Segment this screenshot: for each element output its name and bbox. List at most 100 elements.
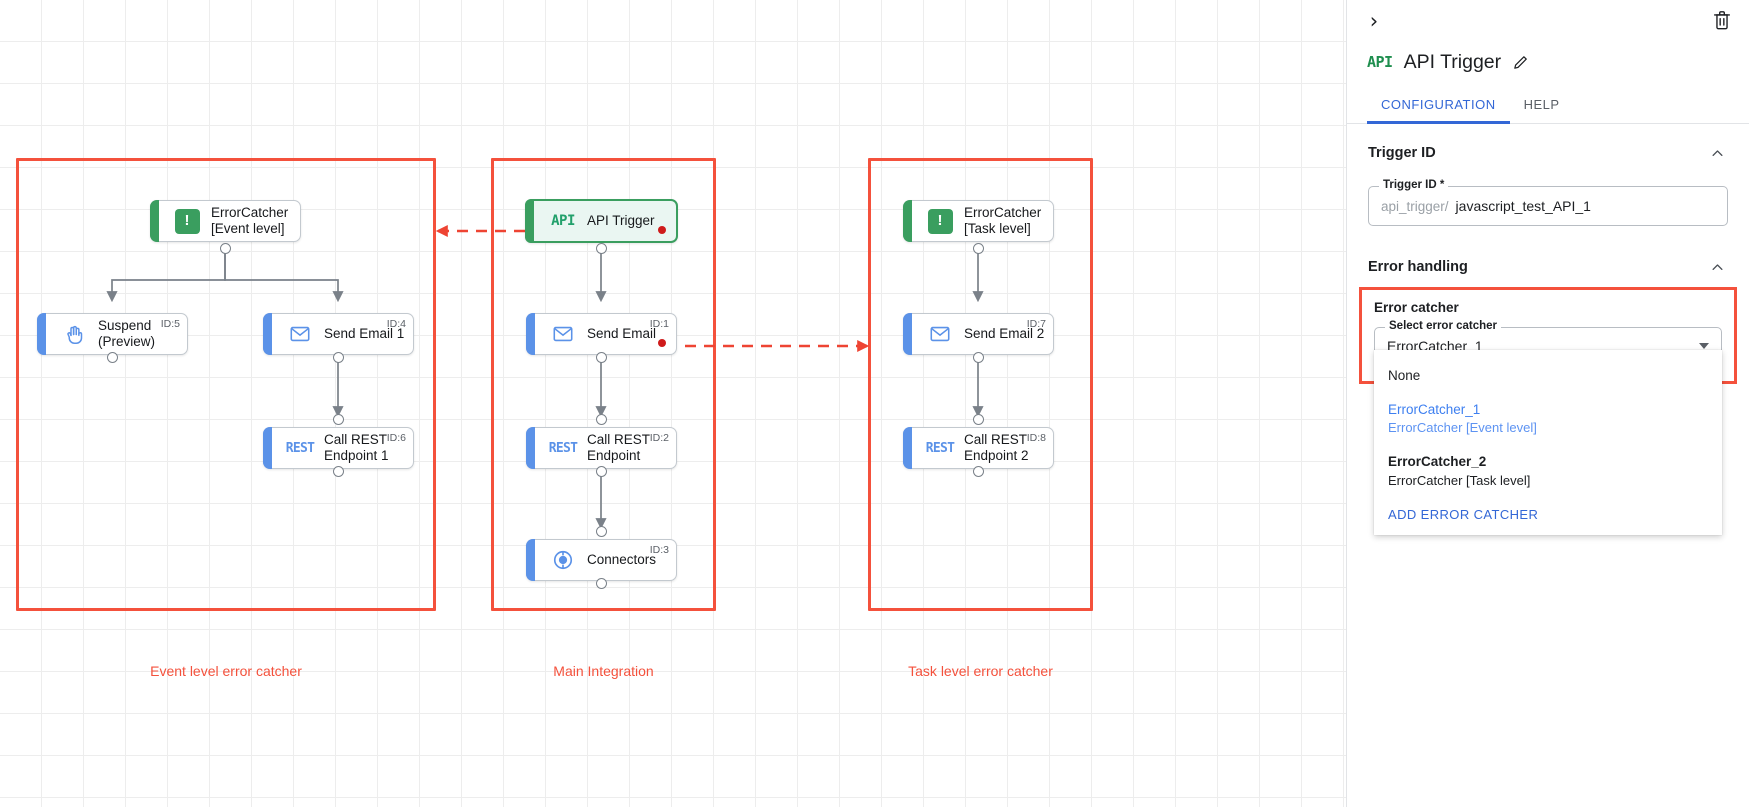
- node-port-out[interactable]: [333, 352, 344, 363]
- node-port-in[interactable]: [596, 414, 607, 425]
- node-accent-bar: [903, 313, 912, 355]
- node-send-email-1[interactable]: Send Email 1 ID:4: [263, 313, 414, 355]
- node-id: ID:3: [649, 544, 669, 556]
- tab-configuration[interactable]: CONFIGURATION: [1367, 97, 1510, 124]
- node-port-out[interactable]: [596, 243, 607, 254]
- dropdown-option-sub: ErrorCatcher [Event level]: [1388, 420, 1537, 436]
- group-label-event-level: Event level error catcher: [150, 663, 302, 679]
- node-port-in[interactable]: [333, 414, 344, 425]
- chevron-right-icon[interactable]: ›: [1369, 9, 1379, 33]
- node-accent-bar: [526, 313, 535, 355]
- node-id: ID:4: [386, 318, 406, 330]
- node-accent-bar: [263, 427, 272, 469]
- section-error-handling-header[interactable]: Error handling: [1347, 226, 1749, 275]
- node-label: Call REST Endpoint 1: [324, 432, 389, 463]
- delete-icon[interactable]: [1711, 9, 1735, 33]
- chevron-down-icon[interactable]: [1699, 343, 1709, 349]
- node-send-email[interactable]: Send Email ID:1: [526, 313, 677, 355]
- node-suspend-preview[interactable]: Suspend (Preview) ID:5: [37, 313, 188, 355]
- error-catcher-box: Error catcher Select error catcher Error…: [1359, 287, 1737, 536]
- rest-icon: REST: [925, 434, 955, 462]
- node-port-out[interactable]: [596, 466, 607, 477]
- envelope-icon: [549, 320, 577, 348]
- node-port-out[interactable]: [973, 352, 984, 363]
- api-icon: API: [549, 207, 577, 235]
- node-accent-bar: [903, 427, 912, 469]
- node-port-in[interactable]: [973, 414, 984, 425]
- node-error-indicator-dot: [658, 226, 666, 234]
- error-catcher-title: Error catcher: [1374, 300, 1459, 315]
- rest-icon-text: REST: [548, 440, 578, 456]
- dropdown-option-sub: ErrorCatcher [Task level]: [1388, 472, 1531, 488]
- envelope-icon: [286, 320, 314, 348]
- node-port-out[interactable]: [973, 243, 984, 254]
- node-error-catcher-task-level[interactable]: ! ErrorCatcher [Task level]: [903, 200, 1054, 242]
- node-label: Suspend (Preview): [98, 318, 156, 349]
- node-label: ErrorCatcher [Event level]: [211, 205, 289, 236]
- chevron-up-icon[interactable]: [1710, 260, 1725, 275]
- node-label: Send Email 2: [964, 326, 1045, 342]
- node-accent-bar: [526, 427, 535, 469]
- node-port-out[interactable]: [973, 466, 984, 477]
- node-label: Send Email 1: [324, 326, 405, 342]
- node-connectors[interactable]: Connectors ID:3: [526, 539, 677, 581]
- dropdown-option-main: None: [1388, 368, 1421, 383]
- page-title: API Trigger: [1403, 50, 1502, 73]
- dropdown-option-none[interactable]: None: [1374, 359, 1722, 393]
- node-label: Call REST Endpoint 2: [964, 432, 1029, 463]
- node-accent-bar: [903, 200, 912, 242]
- dropdown-option-errorcatcher-2[interactable]: ErrorCatcher_2 ErrorCatcher [Task level]: [1374, 445, 1722, 497]
- node-api-trigger[interactable]: API API Trigger: [525, 199, 678, 243]
- rest-icon: REST: [548, 434, 578, 462]
- rest-icon: REST: [285, 434, 315, 462]
- section-trigger-id-header[interactable]: Trigger ID: [1347, 124, 1749, 161]
- chevron-up-icon[interactable]: [1710, 146, 1725, 161]
- node-error-indicator-dot: [658, 339, 666, 347]
- node-call-rest-endpoint[interactable]: REST Call REST Endpoint ID:2: [526, 427, 677, 469]
- dropdown-option-errorcatcher-1[interactable]: ErrorCatcher_1 ErrorCatcher [Event level…: [1374, 393, 1722, 445]
- node-port-out[interactable]: [596, 352, 607, 363]
- rest-icon-text: REST: [925, 440, 955, 456]
- node-port-out[interactable]: [333, 466, 344, 477]
- panel-toolbar: ›: [1347, 0, 1749, 44]
- node-port-out[interactable]: [596, 578, 607, 589]
- rest-icon-text: REST: [285, 440, 315, 456]
- node-id: ID:5: [160, 318, 180, 330]
- add-error-catcher-button[interactable]: ADD ERROR CATCHER: [1388, 507, 1539, 523]
- node-id: ID:1: [649, 318, 669, 330]
- connectors-icon: [549, 546, 577, 574]
- dropdown-option-main: ErrorCatcher_2: [1388, 453, 1487, 469]
- edit-pencil-icon[interactable]: [1512, 54, 1529, 71]
- group-label-task-level: Task level error catcher: [908, 663, 1053, 679]
- node-id: ID:8: [1026, 432, 1046, 444]
- trigger-id-value: javascript_test_API_1: [1455, 198, 1591, 214]
- trigger-id-prefix: api_trigger/: [1381, 198, 1449, 214]
- api-icon: API: [1367, 53, 1393, 71]
- node-call-rest-endpoint-2[interactable]: REST Call REST Endpoint 2 ID:8: [903, 427, 1054, 469]
- tab-help[interactable]: HELP: [1523, 97, 1560, 112]
- node-id: ID:2: [649, 432, 669, 444]
- node-port-out[interactable]: [220, 243, 231, 254]
- flow-canvas[interactable]: ! ErrorCatcher [Event level] Suspend (Pr…: [0, 0, 1346, 807]
- node-port-in[interactable]: [596, 526, 607, 537]
- node-port-out[interactable]: [107, 352, 118, 363]
- node-accent-bar: [525, 199, 534, 243]
- node-accent-bar: [37, 313, 46, 355]
- dropdown-option-main: ErrorCatcher_1: [1388, 401, 1481, 417]
- api-icon-text: API: [551, 213, 575, 229]
- node-accent-bar: [150, 200, 159, 242]
- error-catcher-icon: !: [926, 207, 954, 235]
- node-send-email-2[interactable]: Send Email 2 ID:7: [903, 313, 1054, 355]
- node-accent-bar: [526, 539, 535, 581]
- properties-panel: › API API Trigger CONFIGURATION HEL: [1346, 0, 1749, 807]
- node-label: ErrorCatcher [Task level]: [964, 205, 1042, 236]
- node-error-catcher-event-level[interactable]: ! ErrorCatcher [Event level]: [150, 200, 301, 242]
- node-call-rest-endpoint-1[interactable]: REST Call REST Endpoint 1 ID:6: [263, 427, 414, 469]
- trigger-id-input[interactable]: Trigger ID * api_trigger/ javascript_tes…: [1368, 179, 1728, 226]
- hand-icon: [60, 320, 88, 348]
- node-label: API Trigger: [587, 213, 655, 229]
- error-catcher-dropdown[interactable]: None ErrorCatcher_1 ErrorCatcher [Event …: [1374, 350, 1722, 536]
- node-label: Call REST Endpoint: [587, 432, 651, 463]
- group-box-main-integration: [491, 158, 716, 611]
